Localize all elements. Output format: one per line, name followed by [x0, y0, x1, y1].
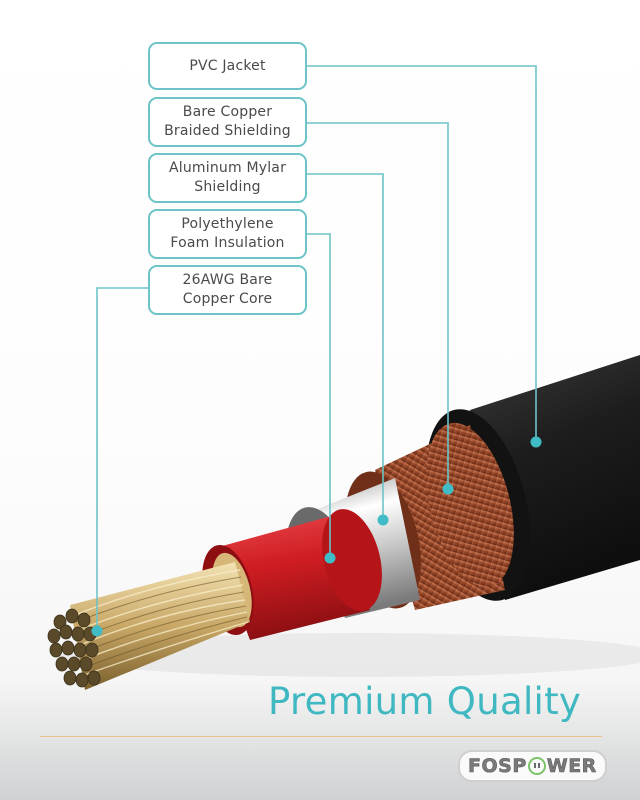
- marker-dots: [91, 436, 542, 637]
- marker-dot-pvc-jacket: [530, 436, 542, 448]
- brand-text-right: WER: [546, 755, 597, 778]
- label-text-line1: Aluminum Mylar: [168, 160, 287, 176]
- tagline-heading: Premium Quality: [268, 680, 582, 723]
- leader-line-mylar-shielding: [306, 173, 384, 518]
- label-text-line1: Polyethylene: [181, 216, 274, 232]
- label-text-line1: 26AWG Bare: [182, 272, 273, 288]
- label-text-line1: Bare Copper: [182, 104, 273, 120]
- marker-dot-mylar-shielding: [377, 514, 389, 526]
- leader-line-braided-shielding: [306, 122, 449, 487]
- label-aluminum-mylar-shielding: Aluminum Mylar Shielding: [148, 153, 307, 203]
- label-26awg-copper-core: 26AWG Bare Copper Core: [148, 265, 307, 315]
- label-text: PVC Jacket: [189, 57, 266, 74]
- brand-text-left: FOSP: [468, 755, 527, 778]
- marker-dot-foam-insulation: [324, 552, 336, 564]
- label-polyethylene-foam-insulation: Polyethylene Foam Insulation: [148, 209, 307, 259]
- label-text-line2: Foam Insulation: [170, 235, 285, 251]
- leader-line-pvc-jacket: [306, 65, 537, 440]
- label-text-line2: Braided Shielding: [164, 123, 291, 139]
- divider-rule: [40, 736, 602, 737]
- label-text-line2: Shielding: [194, 179, 261, 195]
- marker-dot-braided-shielding: [442, 483, 454, 495]
- leader-lines: [96, 65, 537, 630]
- label-pvc-jacket: PVC Jacket: [148, 42, 307, 90]
- copper-core-strands: [47, 562, 250, 690]
- label-text-line2: Copper Core: [182, 291, 273, 307]
- marker-dot-copper-core: [91, 625, 103, 637]
- power-outlet-icon: [527, 757, 546, 775]
- label-bare-copper-braided-shielding: Bare Copper Braided Shielding: [148, 97, 307, 147]
- leader-line-foam-insulation: [306, 233, 331, 556]
- brand-logo: FOSP WER: [458, 750, 607, 782]
- leader-line-copper-core: [96, 287, 150, 630]
